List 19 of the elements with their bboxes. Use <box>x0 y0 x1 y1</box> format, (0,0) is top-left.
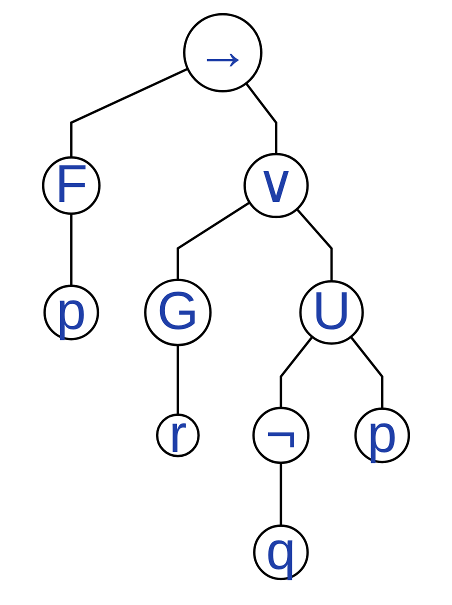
connector <box>176 202 250 280</box>
node-circle: q <box>253 524 309 580</box>
connector <box>245 82 278 154</box>
node-circle: ∨ <box>244 152 309 218</box>
connector <box>350 336 384 409</box>
node-circle: F <box>42 156 101 215</box>
node-circle: ¬ <box>252 406 310 464</box>
node-circle: → <box>183 12 262 92</box>
node-circle: r <box>156 413 200 458</box>
connector <box>176 345 180 415</box>
connector <box>296 208 333 282</box>
connector <box>280 462 282 526</box>
node-circle: G <box>144 278 212 346</box>
node-circle: U <box>299 280 364 345</box>
connector <box>70 214 72 286</box>
connector <box>280 336 314 408</box>
connector <box>70 68 188 158</box>
node-circle: p <box>354 408 410 464</box>
node-circle: p <box>43 284 100 340</box>
